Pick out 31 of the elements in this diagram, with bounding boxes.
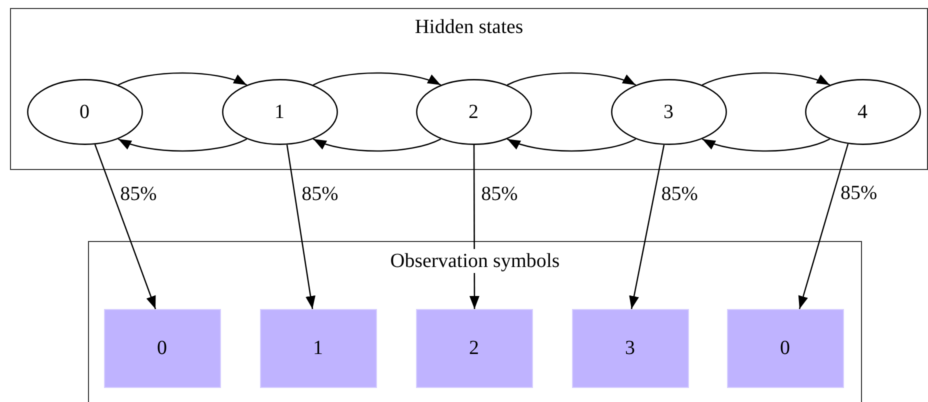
- arrow: [313, 138, 441, 152]
- cluster-title: Observation symbols: [388, 249, 562, 273]
- arrow: [507, 138, 636, 152]
- arrow: [313, 72, 441, 86]
- state-label: 1: [274, 100, 284, 124]
- arrow: [118, 138, 247, 152]
- symbol-label: 2: [469, 336, 479, 360]
- state-label: 0: [80, 100, 90, 124]
- arrow: [702, 138, 830, 152]
- arrow: [798, 144, 849, 310]
- state-label: 4: [858, 100, 868, 124]
- cluster-frame: [88, 241, 862, 402]
- arrow: [629, 144, 665, 310]
- arrow: [118, 72, 247, 86]
- symbol-label: 0: [157, 336, 167, 360]
- state-label: 3: [664, 100, 674, 124]
- arrow: [286, 144, 316, 310]
- symbol-square: [726, 308, 844, 388]
- symbol-label: 1: [313, 336, 323, 360]
- cluster-frame: [10, 8, 928, 170]
- arrow: [507, 72, 636, 86]
- symbol-square: [572, 308, 688, 388]
- arrow: [702, 72, 830, 86]
- arrow: [469, 145, 480, 309]
- symbol-label: 0: [780, 336, 790, 360]
- state-label: 2: [468, 100, 478, 124]
- arrow: [94, 144, 156, 310]
- symbol-label: 3: [625, 336, 635, 360]
- symbol-square: [104, 308, 220, 388]
- symbol-square: [416, 308, 532, 388]
- symbol-square: [260, 308, 376, 388]
